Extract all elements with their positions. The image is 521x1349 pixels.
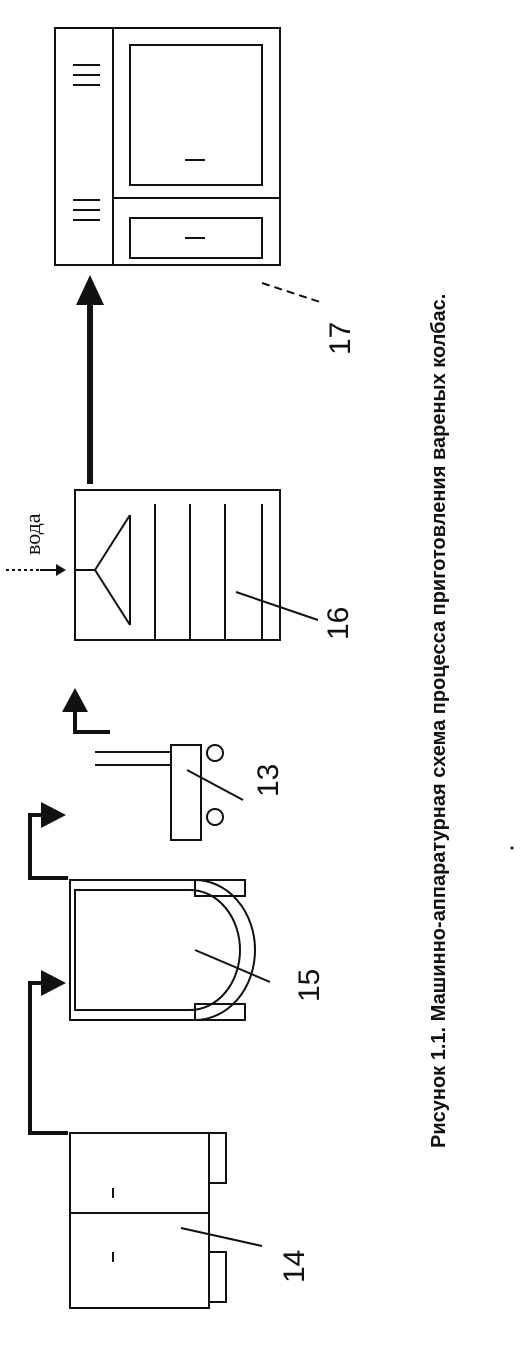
equipment-17 <box>54 27 321 303</box>
scan-dot <box>510 846 514 850</box>
arrow-16-17 <box>76 275 104 484</box>
label-16: 16 <box>322 607 355 640</box>
figure-caption: Рисунок 1.1. Машинно-аппаратурная схема … <box>428 294 450 1148</box>
equipment-13 <box>95 744 244 841</box>
water-label: вода <box>20 513 45 555</box>
equipment-14 <box>69 1132 263 1309</box>
label-13: 13 <box>252 764 285 797</box>
label-14: 14 <box>278 1250 311 1283</box>
arrow-13-16 <box>62 688 110 734</box>
equipment-16 <box>74 489 319 641</box>
equipment-15 <box>69 879 271 1021</box>
label-15: 15 <box>293 969 326 1002</box>
arrow-14-15 <box>28 970 68 1135</box>
arrow-15-13 <box>28 802 68 880</box>
water-inlet <box>6 564 66 576</box>
label-17: 17 <box>324 322 357 355</box>
